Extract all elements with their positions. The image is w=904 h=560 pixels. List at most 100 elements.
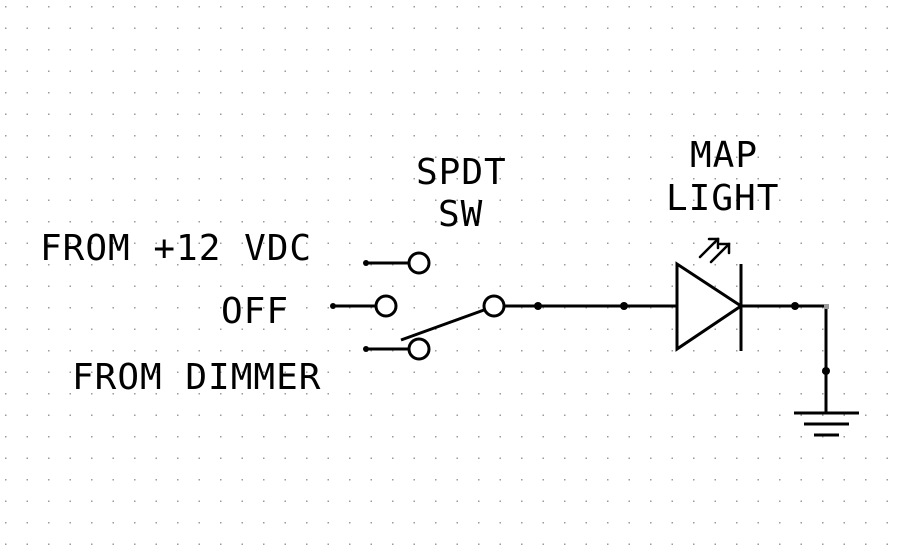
grid-dot (349, 113, 351, 115)
grid-dot (499, 328, 501, 330)
grid-dot (628, 457, 630, 459)
grid-dot (220, 242, 222, 244)
grid-dot (5, 307, 7, 309)
grid-dot (241, 156, 243, 158)
grid-dot (542, 49, 544, 51)
grid-dot (521, 178, 523, 180)
grid-dot (112, 457, 114, 459)
grid-dot (757, 113, 759, 115)
grid-dot (800, 178, 802, 180)
grid-dot (671, 199, 673, 201)
grid-dot (220, 307, 222, 309)
grid-dot (499, 70, 501, 72)
grid-dot (564, 457, 566, 459)
grid-dot (628, 479, 630, 481)
grid-dot (48, 264, 50, 266)
grid-dot (284, 92, 286, 94)
grid-dot (370, 135, 372, 137)
grid-dot (134, 522, 136, 524)
grid-dot (800, 500, 802, 502)
grid-dot (822, 6, 824, 8)
grid-dot (435, 414, 437, 416)
grid-dot (843, 70, 845, 72)
grid-dot (91, 6, 93, 8)
grid-dot (521, 156, 523, 158)
grid-dot (736, 70, 738, 72)
grid-dot (542, 543, 544, 545)
grid-dot (628, 264, 630, 266)
grid-dot (736, 500, 738, 502)
grid-dot (370, 113, 372, 115)
grid-dot (521, 522, 523, 524)
grid-dot (564, 328, 566, 330)
grid-dot (478, 156, 480, 158)
grid-dot (478, 414, 480, 416)
grid-dot (714, 457, 716, 459)
grid-dot (91, 92, 93, 94)
grid-dot (607, 522, 609, 524)
grid-dot (564, 27, 566, 29)
grid-dot (220, 113, 222, 115)
grid-dot (607, 199, 609, 201)
grid-dot (91, 264, 93, 266)
grid-dot (564, 285, 566, 287)
grid-dot (542, 264, 544, 266)
grid-dot (155, 414, 157, 416)
grid-dot (521, 500, 523, 502)
grid-dot (843, 371, 845, 373)
grid-dot (843, 178, 845, 180)
grid-dot (69, 522, 71, 524)
grid-dot (263, 27, 265, 29)
grid-dot (693, 221, 695, 223)
grid-dot (456, 92, 458, 94)
grid-dot (693, 500, 695, 502)
grid-dot (607, 393, 609, 395)
grid-dot (607, 500, 609, 502)
grid-dot (284, 27, 286, 29)
grid-dot (650, 457, 652, 459)
grid-dot (349, 221, 351, 223)
grid-dot (349, 49, 351, 51)
grid-dot (800, 457, 802, 459)
grid-dot (843, 285, 845, 287)
grid-dot (112, 479, 114, 481)
grid-dot (241, 264, 243, 266)
grid-dot (886, 436, 888, 438)
grid-dot (392, 285, 394, 287)
grid-dot (671, 307, 673, 309)
grid-dot (607, 285, 609, 287)
grid-dot (542, 242, 544, 244)
grid-dot (585, 307, 587, 309)
grid-dot (177, 135, 179, 137)
grid-dot (26, 264, 28, 266)
grid-dot (349, 414, 351, 416)
grid-dot (177, 242, 179, 244)
grid-dot (650, 221, 652, 223)
grid-dot (370, 393, 372, 395)
grid-dot (478, 70, 480, 72)
grid-dot (112, 328, 114, 330)
grid-dot (69, 199, 71, 201)
grid-dot (5, 457, 7, 459)
grid-dot (865, 92, 867, 94)
grid-dot (349, 92, 351, 94)
grid-dot (585, 522, 587, 524)
grid-dot (327, 328, 329, 330)
grid-dot (650, 27, 652, 29)
grid-dot (413, 27, 415, 29)
grid-dot (5, 113, 7, 115)
grid-dot (886, 6, 888, 8)
grid-dot (521, 135, 523, 137)
grid-dot (650, 156, 652, 158)
grid-dot (499, 178, 501, 180)
grid-dot (456, 543, 458, 545)
grid-dot (822, 178, 824, 180)
grid-dot (263, 113, 265, 115)
grid-dot (263, 436, 265, 438)
grid-dot (198, 436, 200, 438)
grid-dot (800, 307, 802, 309)
grid-dot (327, 135, 329, 137)
grid-dot (800, 6, 802, 8)
label-spdt: SPDT (416, 152, 507, 193)
grid-dot (306, 242, 308, 244)
